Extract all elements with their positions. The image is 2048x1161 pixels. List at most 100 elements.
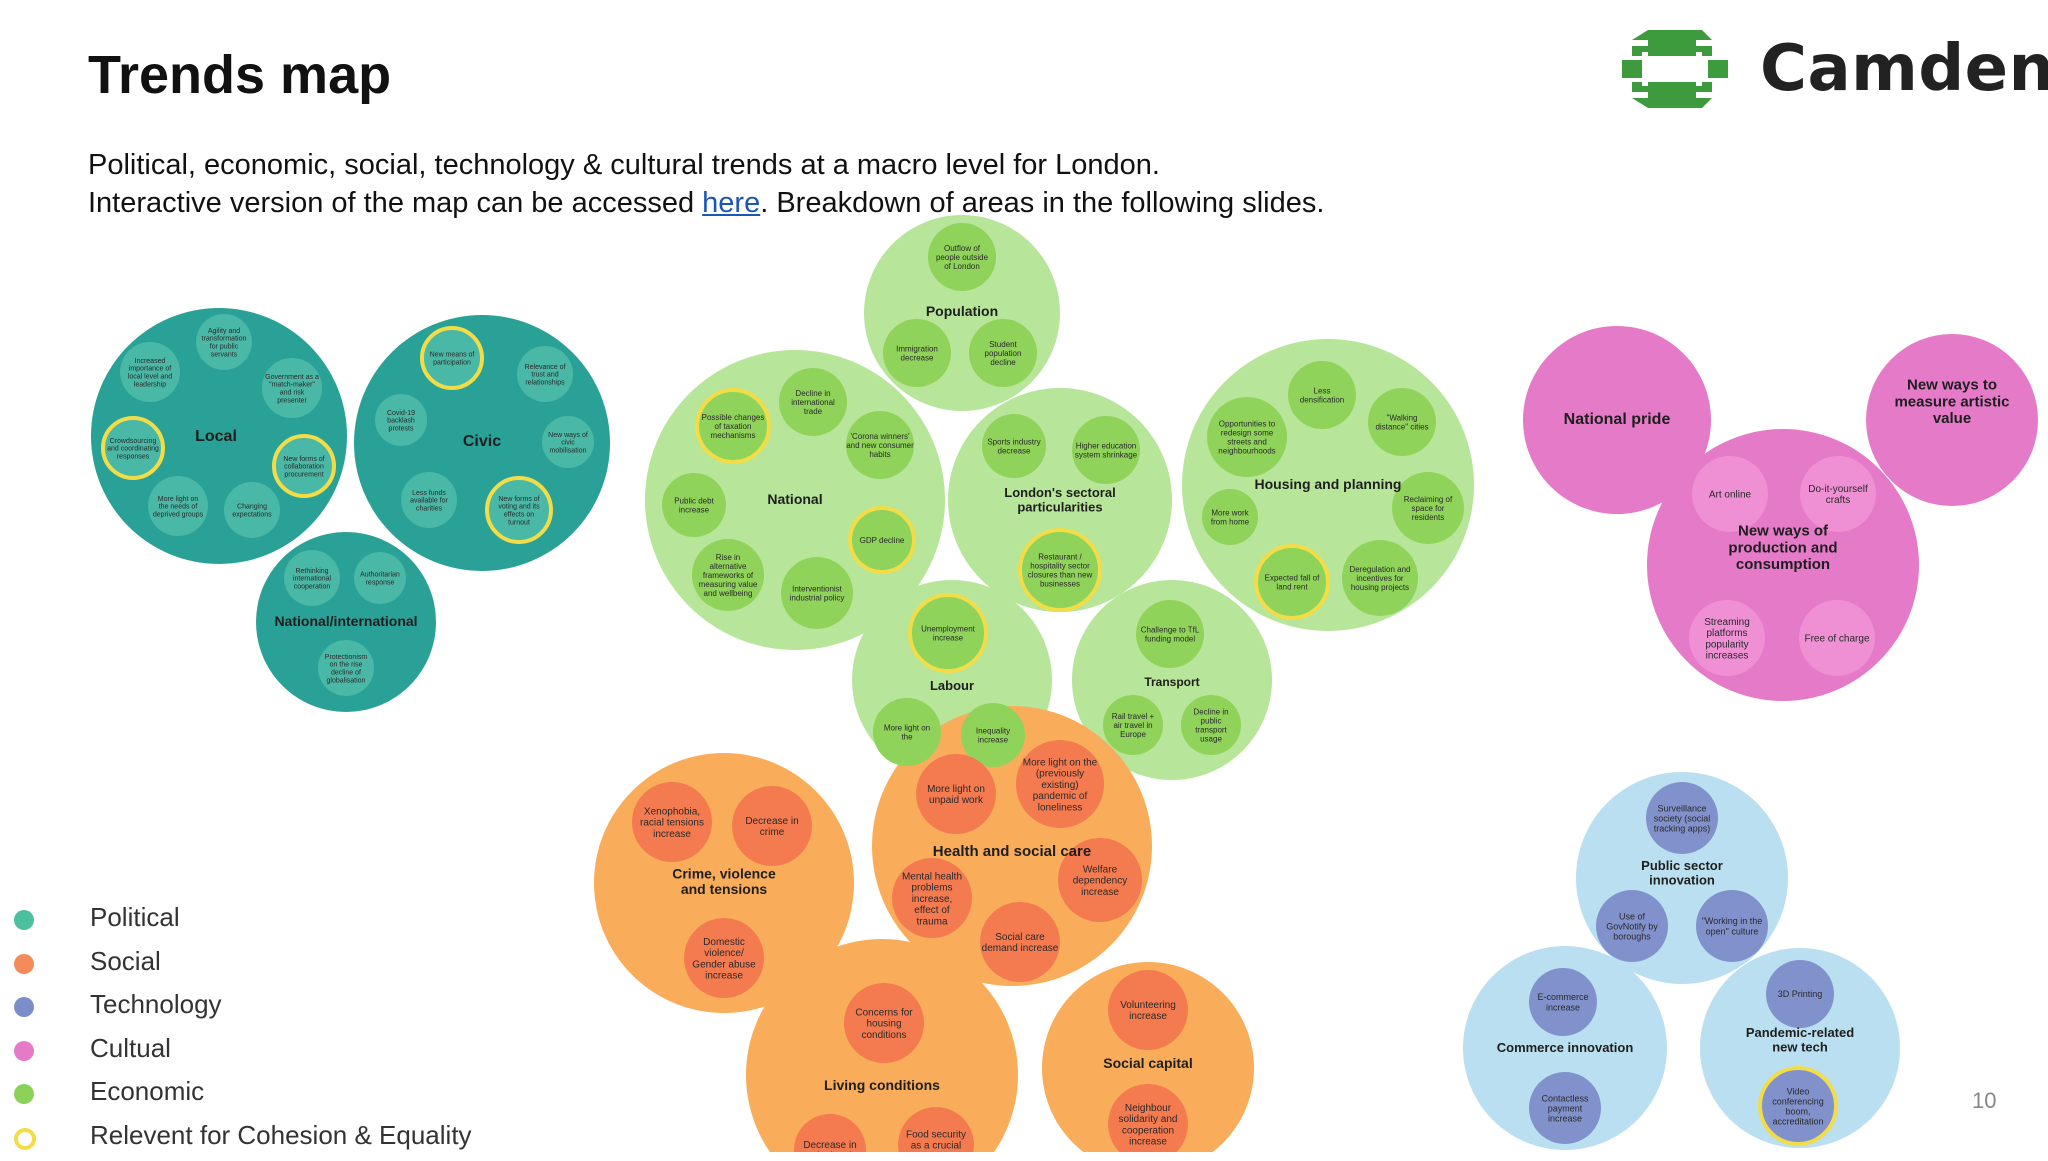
trend-label: 3D Printing bbox=[1778, 989, 1823, 999]
trend-label-line: Europe bbox=[1120, 730, 1146, 739]
trend-label-line: charities bbox=[416, 505, 443, 512]
trend-label-line: Rail travel + bbox=[1112, 712, 1155, 721]
trend-label-line: procurement bbox=[284, 471, 323, 478]
trend-label-line: Crowdsourcing bbox=[110, 438, 157, 445]
cluster-label-line: Public sector bbox=[1641, 858, 1723, 873]
legend-label: Political bbox=[90, 902, 180, 933]
trend-label: Decrease inrough sleeping bbox=[797, 1140, 863, 1152]
legend-item-political: Political bbox=[14, 900, 494, 944]
trend-label-line: decrease bbox=[998, 446, 1031, 455]
trend-label-line: "match-maker" bbox=[269, 382, 315, 389]
trend-label-line: international bbox=[293, 576, 332, 583]
legend-swatch bbox=[14, 910, 34, 930]
trend-label-line: people outside bbox=[936, 253, 989, 262]
trend-label-line: as a crucial bbox=[911, 1141, 962, 1152]
trend-label-line: Possible changes bbox=[702, 413, 765, 422]
trend-label-line: conferencing bbox=[1772, 1096, 1824, 1106]
legend-label: Relevent for Cohesion & Equality bbox=[90, 1120, 472, 1151]
trend-label-line: alternative bbox=[710, 562, 747, 571]
trend-label-line: air travel in bbox=[1113, 721, 1152, 730]
cluster-label-line: Labour bbox=[930, 678, 974, 693]
trend-label-line: public bbox=[1201, 717, 1222, 726]
cluster-label-line: London's sectoral bbox=[1004, 485, 1115, 500]
trend-label-line: Agility and bbox=[208, 328, 240, 335]
trend-label-line: More work bbox=[1211, 508, 1249, 517]
trend-label-line: Interventionist bbox=[792, 584, 843, 593]
trend-label-line: leadership bbox=[134, 381, 166, 388]
trend-label-line: Covid-19 bbox=[387, 410, 415, 417]
cluster-label: Population bbox=[926, 303, 998, 319]
trend-label-line: problems bbox=[911, 883, 952, 894]
cluster-label: Civic bbox=[463, 433, 501, 450]
trend-label-line: Challenge to TfL bbox=[1141, 625, 1200, 634]
trend-label-line: servants bbox=[211, 351, 238, 358]
cluster-label-line: Civic bbox=[463, 433, 501, 450]
trend-label-line: solidarity and bbox=[1119, 1114, 1178, 1125]
trend-label-line: Immigration bbox=[896, 344, 938, 353]
trend-label-line: land rent bbox=[1276, 582, 1308, 591]
trend-label-line: Decline in bbox=[1193, 708, 1228, 717]
trend-label-line: businesses bbox=[1040, 579, 1080, 588]
trend-label-line: increase bbox=[1546, 1002, 1580, 1012]
trend-label-line: society (social bbox=[1654, 813, 1711, 823]
trend-label-line: effects on bbox=[504, 512, 534, 519]
trend-label-line: Food security bbox=[906, 1130, 966, 1141]
trend-label-line: Volunteering bbox=[1120, 1000, 1176, 1011]
trend-label-line: turnout bbox=[508, 519, 530, 526]
trend-label-line: local level and bbox=[128, 374, 172, 381]
trend-label-line: Government as a bbox=[265, 374, 319, 381]
trend-label-line: pandemic of bbox=[1033, 791, 1088, 802]
trend-label-line: increase bbox=[679, 505, 710, 514]
trend-label-line: housing projects bbox=[1351, 583, 1409, 592]
cluster-label-line: measure artistic bbox=[1894, 393, 2009, 410]
trend-label-line: 3D Printing bbox=[1778, 989, 1823, 999]
trend-label-line: measuring value bbox=[699, 580, 758, 589]
cluster-label: Labour bbox=[930, 678, 974, 693]
trend-label-line: habits bbox=[869, 450, 890, 459]
trend-label-line: accreditation bbox=[1772, 1117, 1823, 1127]
cluster-label-line: Health and social care bbox=[933, 843, 1091, 860]
trend-label-line: increase bbox=[1548, 1113, 1582, 1123]
cluster-label-line: Pandemic-related bbox=[1746, 1025, 1854, 1040]
trend-label-line: deprived groups bbox=[153, 511, 204, 518]
trend-label-line: densification bbox=[1300, 395, 1344, 404]
trend-label-line: from home bbox=[1211, 517, 1250, 526]
trend-label-line: increase bbox=[1129, 1137, 1167, 1148]
trend-label-line: loneliness bbox=[1038, 802, 1082, 813]
trend-label-line: Concerns for bbox=[855, 1008, 913, 1019]
trend-label-line: boroughs bbox=[1613, 931, 1651, 941]
trend-label-line: Unemployment bbox=[921, 624, 976, 633]
cluster-label-line: Transport bbox=[1144, 675, 1199, 689]
trend-label-line: the bbox=[901, 732, 913, 741]
trend-label-line: cooperation bbox=[1122, 1125, 1174, 1136]
trend-label-line: GovNotify by bbox=[1606, 921, 1658, 931]
trend-label-line: increase bbox=[1129, 1011, 1167, 1022]
trend-label-line: Rethinking bbox=[295, 568, 328, 575]
trend-label-line: crime bbox=[760, 827, 785, 838]
trend-label-line: New ways of bbox=[548, 432, 588, 439]
trend-label-line: decline bbox=[990, 358, 1016, 367]
trend-label-line: "Walking bbox=[1387, 413, 1418, 422]
trend-label-line: trauma bbox=[916, 916, 948, 927]
trend-label-line: protests bbox=[389, 425, 414, 432]
cluster-label-line: National pride bbox=[1564, 411, 1671, 428]
trend-label-line: and new consumer bbox=[846, 441, 914, 450]
trend-label-line: increase bbox=[933, 633, 964, 642]
trend-label-line: Deregulation and bbox=[1350, 565, 1411, 574]
trend-label-line: globalisation bbox=[327, 677, 366, 684]
trend-label-line: (previously bbox=[1036, 769, 1084, 780]
trend-label-line: population bbox=[985, 349, 1022, 358]
trend-label-line: presenter bbox=[277, 397, 307, 404]
trend-label-line: Sports industry bbox=[987, 437, 1040, 446]
trend-label: Free of charge bbox=[1804, 634, 1869, 645]
trend-label-line: More light on bbox=[158, 496, 199, 503]
trend-label-line: for public bbox=[210, 344, 239, 351]
